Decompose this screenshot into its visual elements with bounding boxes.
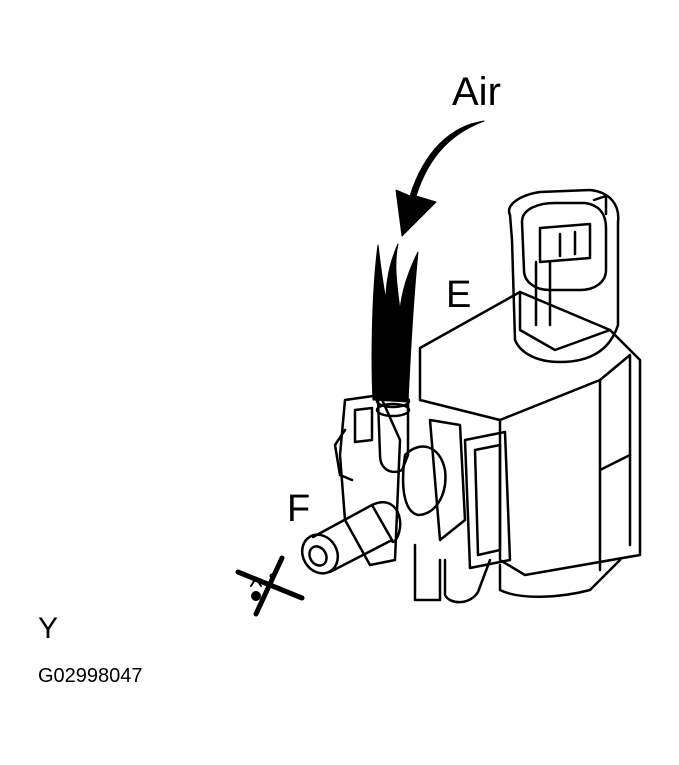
- no-flow-x-icon: [235, 555, 305, 617]
- port-f-label: F: [287, 488, 311, 530]
- valve-body: [300, 188, 642, 604]
- figure-code: G02998047: [38, 665, 143, 687]
- air-label: Air: [452, 70, 501, 114]
- curved-arrow-icon: [395, 120, 485, 237]
- airflow-streams-icon: [371, 243, 419, 403]
- corner-mark-label: Y: [38, 612, 59, 645]
- port-e-label: E: [446, 274, 472, 316]
